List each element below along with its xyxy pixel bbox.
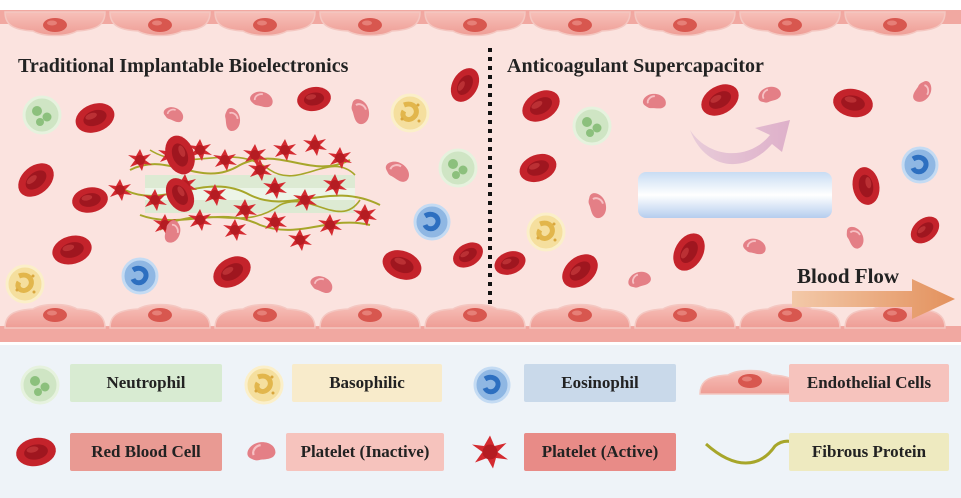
flow-curve-arrow <box>690 120 790 165</box>
neutrophil-icon <box>20 365 60 405</box>
right-panel <box>491 77 955 319</box>
legend-eosinophil-label: Eosinophil <box>524 364 676 402</box>
blood-flow-arrow <box>792 279 955 319</box>
left-panel-title: Traditional Implantable Bioelectronics <box>18 55 349 77</box>
thrombus-device <box>108 131 381 251</box>
legend-basophilic-label: Basophilic <box>292 364 442 402</box>
endothelium-bottom <box>0 303 961 342</box>
blood-flow-label: Blood Flow <box>797 264 900 288</box>
basophil-icon <box>246 367 282 403</box>
legend-neutrophil-label: Neutrophil <box>70 364 222 402</box>
legend-inactive-platelet-label: Platelet (Inactive) <box>286 433 444 471</box>
eosinophil-icon <box>475 368 509 402</box>
legend-fibrous-label: Fibrous Protein <box>789 433 949 471</box>
supercapacitor-device <box>638 172 832 218</box>
legend-rbc-label: Red Blood Cell <box>70 433 222 471</box>
legend-endothelial-label: Endothelial Cells <box>789 364 949 402</box>
right-panel-title: Anticoagulant Supercapacitor <box>507 55 764 77</box>
legend-active-platelet-label: Platelet (Active) <box>524 433 676 471</box>
endothelium-top <box>0 10 961 37</box>
